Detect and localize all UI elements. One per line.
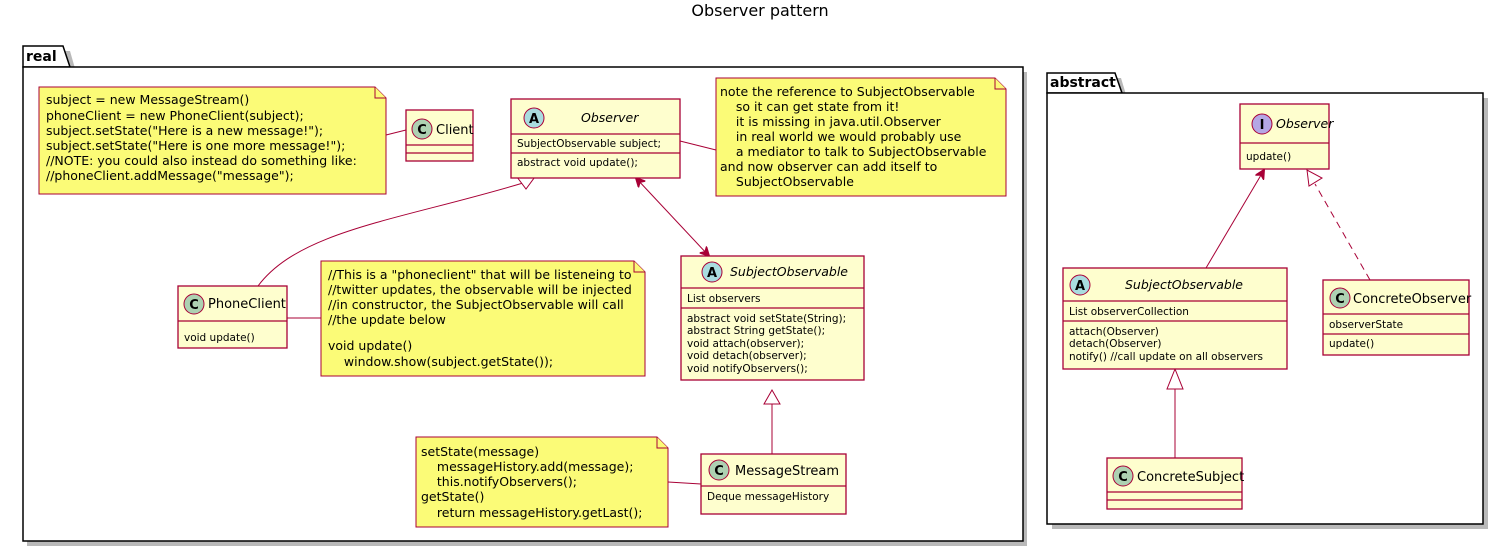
class-badge-icon [1112, 465, 1134, 487]
class-observer-real-field: SubjectObservable subject; [517, 138, 661, 150]
abstract-badge-letter: A [529, 112, 539, 127]
note-observer-line: in real world we would probably use [720, 129, 962, 144]
abstract-badge-letter: A [707, 266, 717, 281]
interface-badge-letter: I [1260, 118, 1265, 133]
class-concrete-observer-name: ConcreteObserver [1353, 292, 1472, 307]
class-badge-letter: C [189, 298, 199, 313]
abstract-badge-icon [523, 107, 545, 129]
class-observer-real-name: Observer [581, 110, 639, 125]
note-client-line: //phoneClient.addMessage("message"); [46, 168, 294, 183]
note-client-line: //NOTE: you could also instead do someth… [46, 153, 357, 168]
note-stream-line: return messageHistory.getLast(); [421, 505, 642, 520]
note-observer: note the reference to SubjectObservable … [715, 77, 1007, 197]
note-observer-line: and now observer can add itself to [720, 159, 937, 174]
abstract-badge-icon [701, 261, 723, 283]
class-phone-client-name: PhoneClient [208, 297, 286, 312]
class-concrete-observer[interactable]: C ConcreteObserver observerState update(… [1322, 279, 1472, 356]
interface-badge-icon [1251, 113, 1273, 135]
edges-abstract: Observer --> [1166, 170, 1371, 458]
note-stream-line: this.notifyObservers(); [421, 474, 577, 489]
note-phone: //This is a "phoneclient" that will be l… [320, 260, 646, 377]
class-message-stream-field: Deque messageHistory [707, 491, 829, 503]
note-phone-line: void update() [328, 338, 412, 353]
diagram-title: Observer pattern [691, 1, 828, 20]
note-phone-line: window.show(subject.getState()); [328, 354, 553, 369]
class-observer-interface-method: update() [1246, 151, 1291, 163]
class-subject-observable-real-method: void detach(observer); [687, 350, 807, 362]
note-stream-line: getState() [421, 489, 484, 504]
class-client-name: Client [436, 123, 474, 138]
note-phone-line: //in constructor, the SubjectObservable … [328, 297, 624, 312]
class-observer-interface[interactable]: I Observer update() [1239, 103, 1334, 170]
class-badge-letter: C [714, 464, 724, 479]
class-badge-letter: C [1118, 470, 1128, 485]
class-subject-observable-abstract-method: detach(Observer) [1069, 338, 1161, 350]
note-stream-line: messageHistory.add(message); [421, 459, 633, 474]
note-observer-line: SubjectObservable [720, 174, 854, 189]
class-subject-observable-abstract[interactable]: A SubjectObservable List observerCollect… [1062, 267, 1288, 370]
note-client-line: subject.setState("Here is a new message!… [46, 123, 323, 138]
class-subject-observable-abstract-name: SubjectObservable [1125, 277, 1243, 292]
class-observer-interface-name: Observer [1276, 116, 1334, 131]
note-observer-line: a mediator to talk to SubjectObservable [720, 144, 987, 159]
note-phone-line: //the update below [328, 312, 446, 327]
class-phone-client-method: void update() [184, 332, 255, 344]
class-concrete-observer-method: update() [1329, 338, 1374, 350]
package-real-label: real [26, 49, 57, 65]
class-subject-observable-real-name: SubjectObservable [730, 264, 848, 279]
note-client-line: subject = new MessageStream() [46, 92, 249, 107]
class-subject-observable-real[interactable]: A SubjectObservable List observers abstr… [680, 255, 865, 381]
package-abstract-label: abstract [1050, 75, 1116, 91]
class-subject-observable-real-method: void attach(observer); [687, 338, 804, 350]
class-subject-observable-real-method: void notifyObservers(); [687, 363, 808, 375]
note-client-line: subject.setState("Here is one more messa… [46, 138, 345, 153]
class-message-stream[interactable]: C MessageStream Deque messageHistory [700, 453, 847, 515]
class-observer-real-method: abstract void update(); [517, 157, 638, 169]
class-subject-observable-real-field: List observers [687, 293, 761, 305]
note-observer-line: so it can get state from it! [720, 99, 899, 114]
abstract-badge-letter: A [1075, 279, 1085, 294]
class-observer-real[interactable]: A Observer SubjectObservable subject; ab… [510, 98, 681, 179]
class-badge-letter: C [417, 123, 427, 138]
note-client: subject = new MessageStream() phoneClien… [38, 86, 387, 195]
class-phone-client[interactable]: C PhoneClient void update() [177, 285, 288, 349]
note-phone-line: //This is a "phoneclient" that will be l… [328, 267, 632, 282]
class-subject-observable-real-method: abstract String getState(); [687, 325, 825, 337]
class-client[interactable]: C Client [405, 109, 474, 162]
note-client-line: phoneClient = new PhoneClient(subject); [46, 108, 304, 123]
note-observer-line: it is missing in java.util.Observer [720, 114, 942, 129]
note-phone-line: //twitter updates, the observable will b… [328, 282, 632, 297]
class-badge-icon [1329, 287, 1351, 309]
class-badge-icon [183, 293, 205, 315]
note-stream: setState(message) messageHistory.add(mes… [415, 436, 669, 528]
class-subject-observable-abstract-method: notify() //call update on all observers [1069, 351, 1263, 363]
class-concrete-observer-field: observerState [1329, 319, 1403, 331]
class-badge-icon [708, 459, 730, 481]
class-subject-observable-real-method: abstract void setState(String); [687, 313, 846, 325]
class-subject-observable-abstract-method: attach(Observer) [1069, 326, 1159, 338]
class-subject-observable-abstract-field: List observerCollection [1069, 306, 1189, 318]
class-message-stream-name: MessageStream [735, 464, 839, 479]
class-badge-icon [411, 118, 433, 140]
class-badge-letter: C [1335, 292, 1345, 307]
class-concrete-subject-name: ConcreteSubject [1137, 470, 1244, 485]
note-stream-line: setState(message) [421, 444, 539, 459]
class-concrete-subject[interactable]: C ConcreteSubject [1106, 457, 1244, 510]
abstract-badge-icon [1069, 274, 1091, 296]
note-observer-line: note the reference to SubjectObservable [720, 84, 975, 99]
